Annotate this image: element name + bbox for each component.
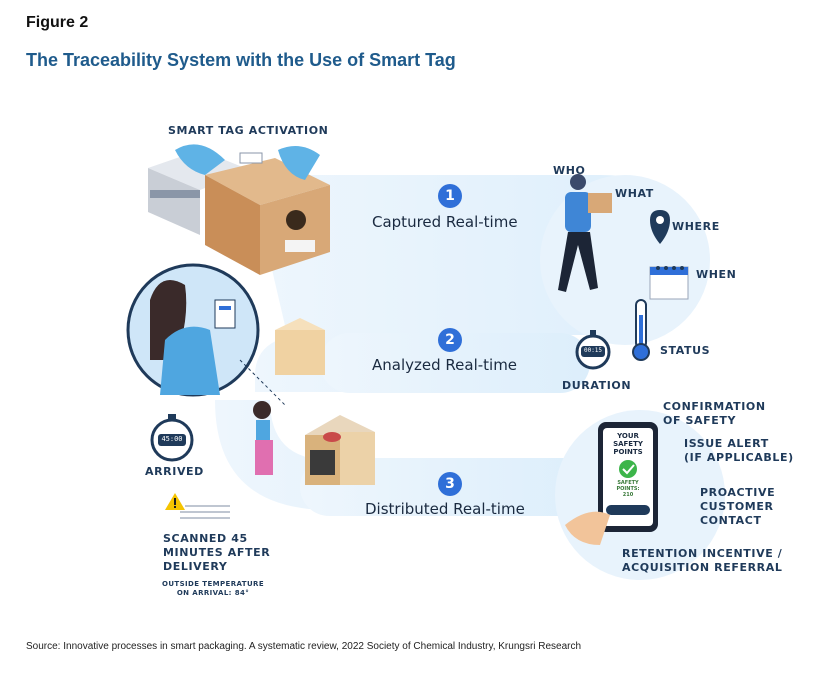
stage-3-badge: 3: [438, 472, 462, 496]
what-label: WHAT: [615, 187, 654, 200]
alert-line-2: (IF APPLICABLE): [684, 451, 794, 464]
smart-tag-activation-label: SMART TAG ACTIVATION: [168, 124, 329, 137]
kitchen-scene: [253, 318, 375, 485]
phone-title-line-1: YOUR: [617, 432, 639, 440]
source-note: Source: Innovative processes in smart pa…: [26, 641, 582, 652]
phone-title-line-3: POINTS: [613, 448, 643, 456]
smartphone: [565, 422, 658, 545]
smart-tag-package: [148, 144, 330, 275]
location-pin-icon: [650, 210, 670, 244]
when-label: WHEN: [696, 268, 737, 281]
stage-3-label: Distributed Real-time: [365, 500, 525, 518]
outside-temp-line-1: OUTSIDE TEMPERATURE: [161, 580, 264, 588]
proactive-line-2: CUSTOMER: [700, 500, 774, 513]
stage-2-badge: 2: [438, 328, 462, 352]
proactive-line-3: CONTACT: [700, 514, 762, 527]
delivery-person: [558, 174, 612, 292]
stage-1-badge: 1: [438, 184, 462, 208]
stage-2-label: Analyzed Real-time: [372, 356, 518, 374]
proactive-line-1: PROACTIVE: [700, 486, 776, 499]
retention-line-2: ACQUISITION REFERRAL: [622, 561, 783, 574]
arrived-label: ARRIVED: [145, 465, 204, 478]
figure-title: The Traceability System with the Use of …: [26, 50, 456, 70]
scanning-woman-circle: [126, 263, 260, 397]
phone-points-value: 210: [622, 492, 634, 498]
confirmation-line-1: CONFIRMATION: [663, 400, 766, 413]
arrived-stopwatch-readout: 45:00: [161, 435, 183, 443]
figure-label: Figure 2: [26, 14, 89, 31]
alert-triangle-icon: [165, 493, 230, 519]
retention-line-1: RETENTION INCENTIVE /: [622, 547, 783, 560]
thermometer-icon: [632, 299, 650, 361]
arrived-stopwatch-icon: [150, 414, 194, 462]
alert-line-1: ISSUE ALERT: [684, 437, 769, 450]
stage-1-label: Captured Real-time: [372, 213, 518, 231]
duration-stopwatch-readout: 00:15: [583, 347, 603, 354]
where-label: WHERE: [672, 220, 720, 233]
scanned-line-3: DELIVERY: [163, 560, 228, 573]
duration-stopwatch-icon: [575, 330, 611, 370]
duration-label: DURATION: [562, 379, 632, 392]
confirmation-line-2: OF SAFETY: [663, 414, 737, 427]
who-label: WHO: [553, 164, 586, 177]
phone-title-line-2: SAFETY: [613, 440, 643, 448]
outside-temp-line-2: ON ARRIVAL: 84°: [176, 589, 250, 597]
status-label: STATUS: [660, 344, 711, 357]
calendar-icon: [649, 266, 689, 300]
phone-points-line-1: SAFETY: [617, 480, 639, 486]
scanned-line-2: MINUTES AFTER: [163, 546, 271, 559]
phone-points-line-2: POINTS:: [616, 486, 640, 492]
scanned-line-1: SCANNED 45: [163, 532, 248, 545]
